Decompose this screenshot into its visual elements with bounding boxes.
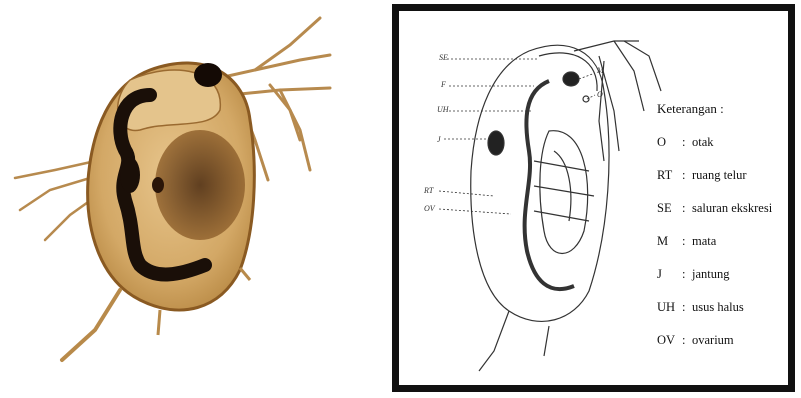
legend-separator: : (682, 201, 692, 234)
legend-text: saluran ekskresi (692, 201, 772, 234)
legend-item: O : otak (657, 135, 787, 168)
label-m: M (597, 67, 604, 75)
legend-separator: : (682, 168, 692, 201)
legend-code: M (657, 234, 682, 267)
legend-code: RT (657, 168, 682, 201)
legend-code: J (657, 267, 682, 300)
label-se: SE (439, 54, 448, 62)
legend-separator: : (682, 267, 692, 300)
legend-code: OV (657, 333, 682, 366)
legend-code: SE (657, 201, 682, 234)
legend-text: usus halus (692, 300, 744, 333)
label-f: F (441, 81, 446, 89)
legend-code: O (657, 135, 682, 168)
legend-text: ovarium (692, 333, 734, 366)
legend-text: mata (692, 234, 716, 267)
legend-item: M : mata (657, 234, 787, 267)
legend-separator: : (682, 333, 692, 366)
legend-item: RT : ruang telur (657, 168, 787, 201)
daphnia-photo (0, 0, 370, 398)
legend-text: otak (692, 135, 714, 168)
legend-text: ruang telur (692, 168, 747, 201)
legend-separator: : (682, 135, 692, 168)
legend-code: UH (657, 300, 682, 333)
legend-item: J : jantung (657, 267, 787, 300)
label-ov: OV (424, 205, 435, 213)
legend-separator: : (682, 300, 692, 333)
photo-eye (194, 63, 222, 87)
diagram-frame: SE F UH J RT OV M O Keterangan : O : ota… (392, 4, 795, 392)
legend-item: UH : usus halus (657, 300, 787, 333)
label-o: O (597, 91, 603, 99)
label-j: J (437, 136, 441, 144)
label-rt: RT (424, 187, 433, 195)
legend-separator: : (682, 234, 692, 267)
legend-title: Keterangan : (657, 101, 787, 117)
legend-item: SE : saluran ekskresi (657, 201, 787, 234)
legend: Keterangan : O : otak RT : ruang telur S… (657, 101, 787, 366)
photo-egg-chamber (155, 130, 245, 240)
label-uh: UH (437, 106, 449, 114)
legend-item: OV : ovarium (657, 333, 787, 366)
legend-text: jantung (692, 267, 730, 300)
